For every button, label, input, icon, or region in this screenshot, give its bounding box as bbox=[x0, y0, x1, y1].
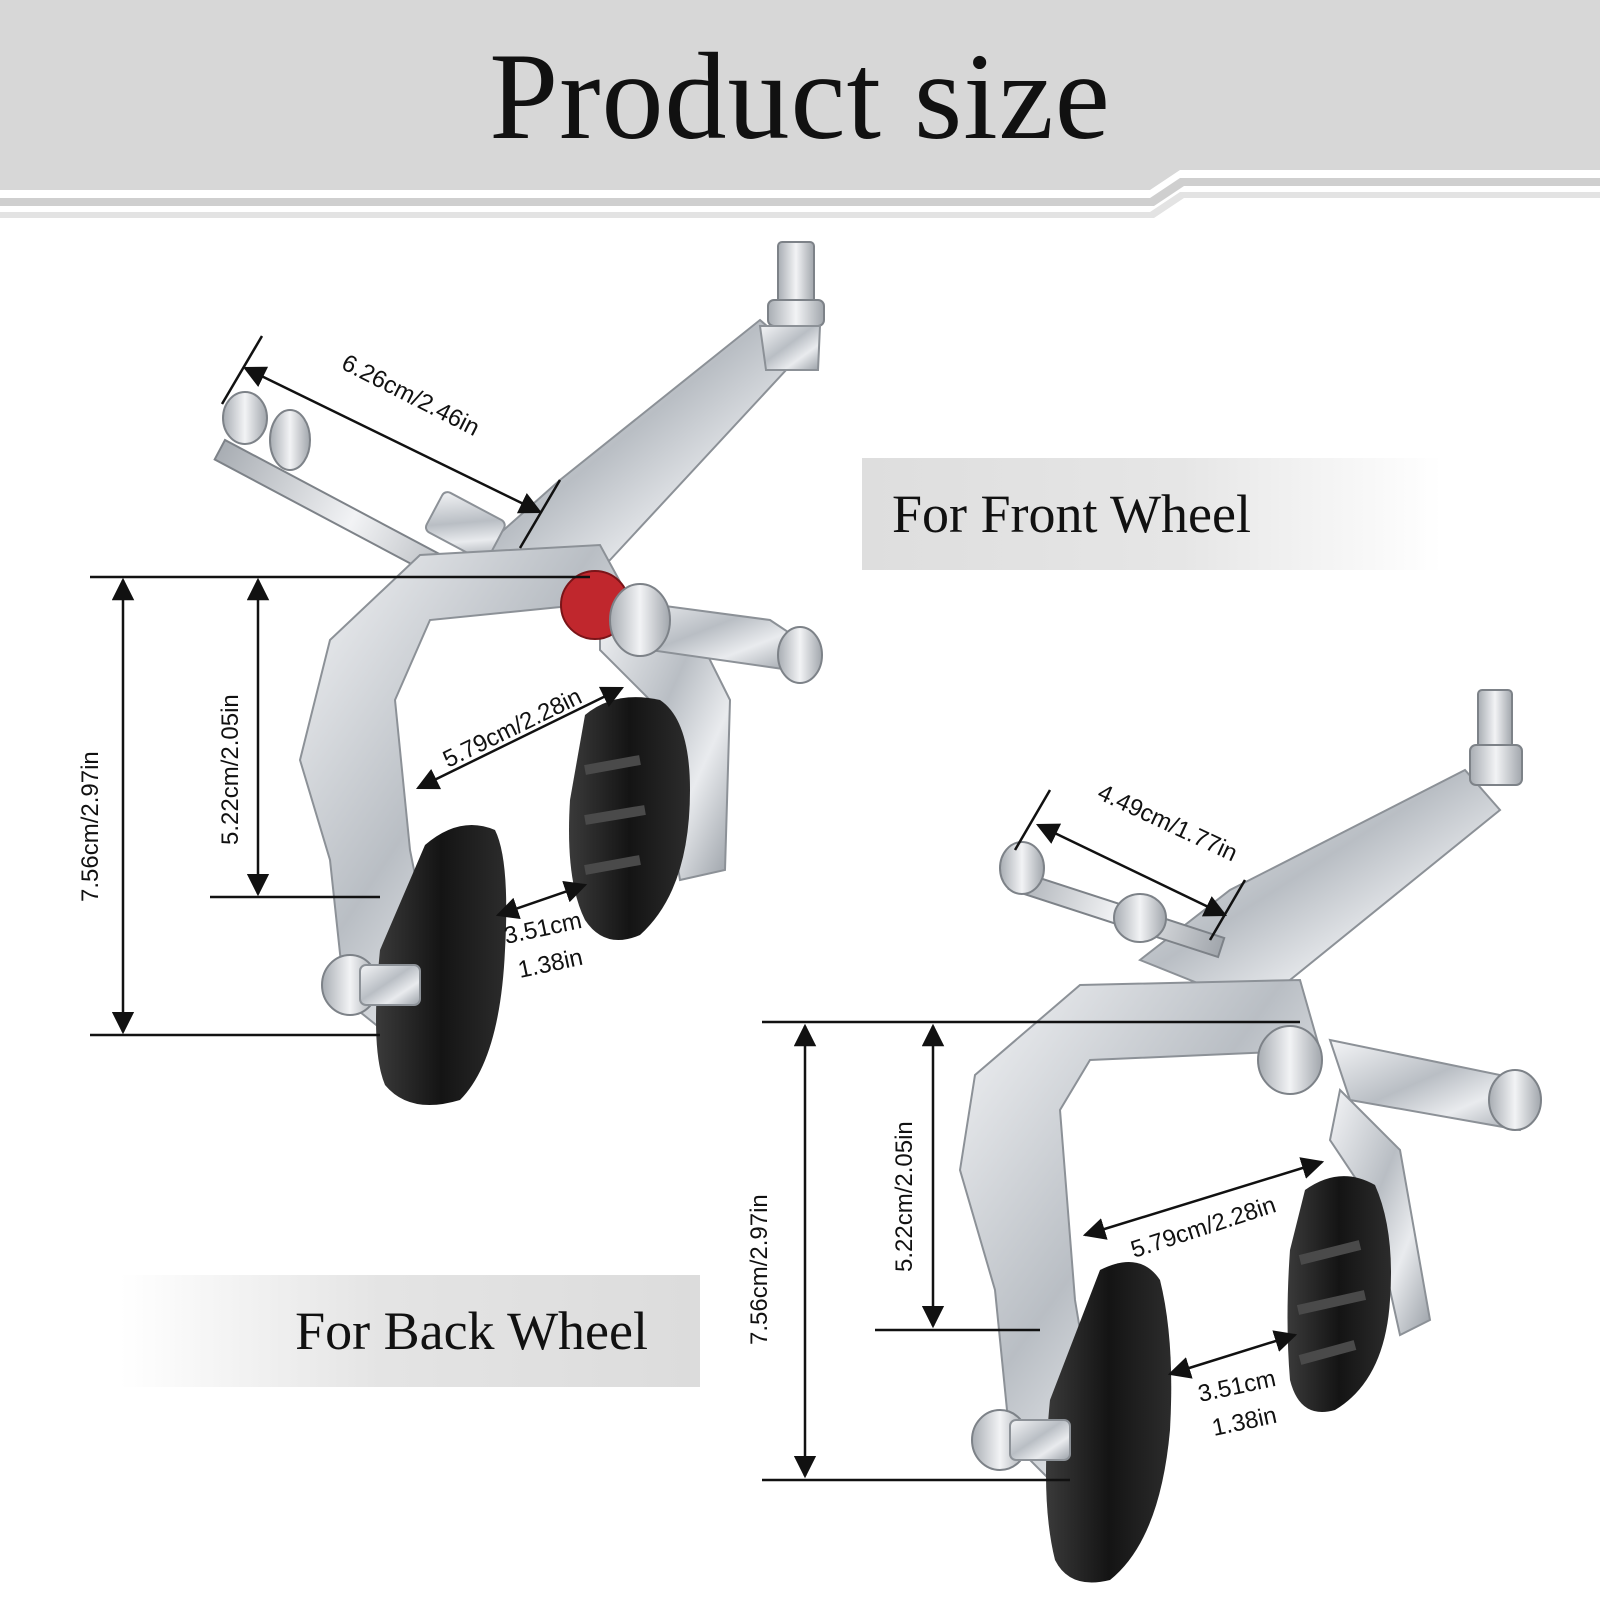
front-overall-height-label: 7.56cm/2.97in bbox=[77, 751, 104, 902]
header-band bbox=[0, 0, 1600, 218]
header: Product size bbox=[0, 0, 1600, 225]
back-wheel-label: For Back Wheel bbox=[295, 1301, 648, 1361]
back-pad-gap-cm-label: 3.51cm bbox=[1196, 1365, 1279, 1408]
back-wheel-label-box: For Back Wheel bbox=[120, 1275, 700, 1387]
front-bolt-length-label: 6.26cm/2.46in bbox=[337, 349, 484, 442]
back-bolt-length-label: 4.49cm/1.77in bbox=[1093, 779, 1241, 867]
front-dimension-lines bbox=[90, 335, 625, 1037]
back-arm-height-label: 5.22cm/2.05in bbox=[891, 1121, 918, 1272]
front-pad-gap-in-label: 1.38in bbox=[516, 944, 586, 984]
front-wheel-label-box: For Front Wheel bbox=[862, 458, 1442, 570]
back-dimension-lines bbox=[762, 789, 1325, 1482]
back-brake-illustration bbox=[958, 689, 1542, 1583]
back-arm-span-label: 5.79cm/2.28in bbox=[1128, 1191, 1280, 1263]
front-arm-span-label: 5.79cm/2.28in bbox=[439, 683, 586, 773]
front-pad-gap-cm-label: 3.51cm bbox=[502, 907, 585, 950]
front-arm-height-label: 5.22cm/2.05in bbox=[217, 694, 244, 845]
back-overall-height-label: 7.56cm/2.97in bbox=[746, 1194, 773, 1345]
page-title: Product size bbox=[489, 28, 1111, 165]
front-wheel-label: For Front Wheel bbox=[892, 484, 1251, 544]
back-pad-gap-in-label: 1.38in bbox=[1210, 1402, 1280, 1442]
